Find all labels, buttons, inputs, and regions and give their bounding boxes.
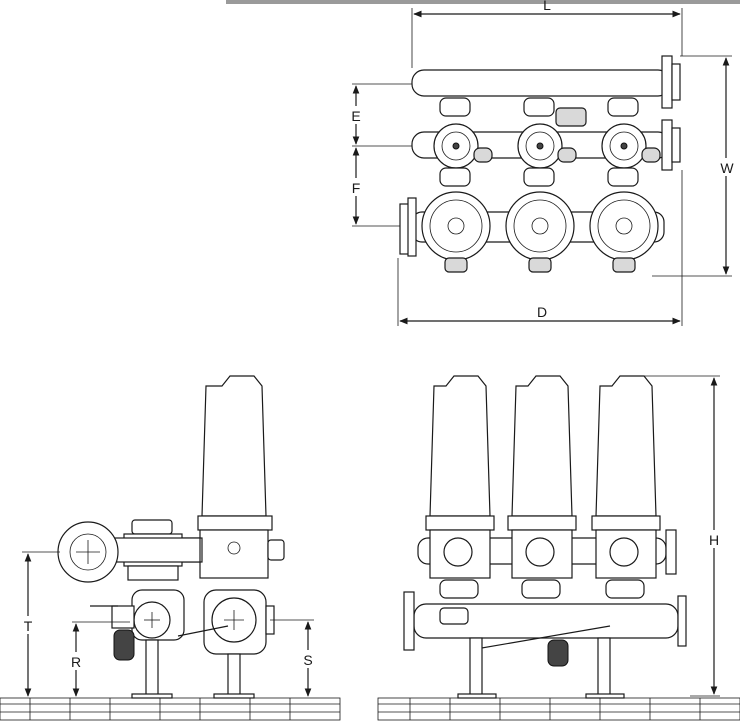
front-view: H [377,375,740,721]
dim-label-T: T [24,618,33,634]
top-filter-3 [589,97,661,273]
top-view: L E F W D [346,0,738,326]
top-edge-bar [226,0,740,4]
dim-label-R: R [71,654,81,670]
dim-label-H: H [709,532,719,548]
dim-label-L: L [543,0,551,13]
top-filter-1 [421,97,493,273]
dim-label-S: S [303,652,312,668]
side-view: T R S [0,375,341,721]
dim-label-W: W [720,160,734,176]
dim-label-D: D [537,304,547,320]
dim-label-F: F [352,180,361,196]
front-filter-1 [425,375,495,599]
front-filter-2 [507,375,577,599]
top-filter-2 [505,97,587,273]
front-filter-3 [591,375,661,599]
dim-label-E: E [351,108,360,124]
